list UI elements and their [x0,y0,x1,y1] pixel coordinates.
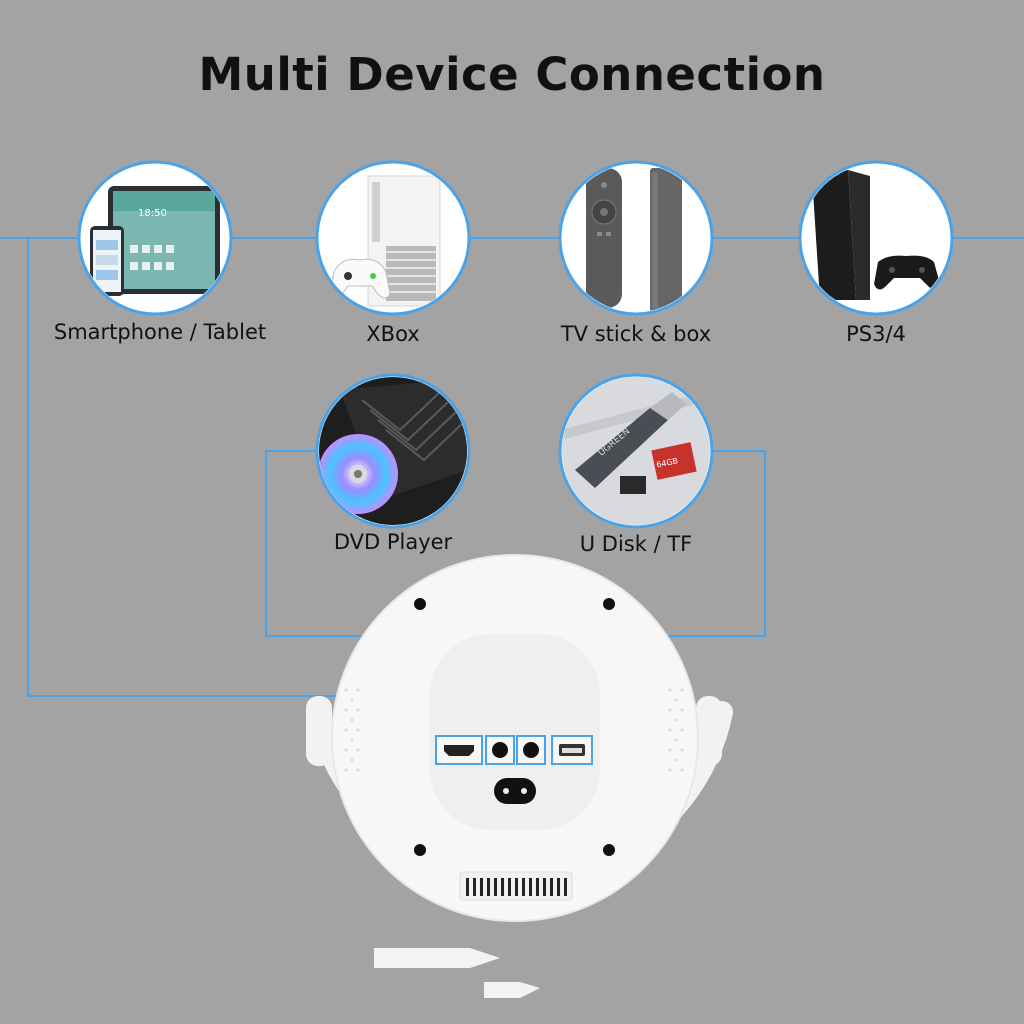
dvd-circle [315,373,471,529]
air-vent [459,871,573,901]
projector-base-left [374,948,500,968]
power-socket-icon [494,778,536,804]
playstation-console-icon [802,164,950,312]
tablet-phone-icon: 18:50 [81,164,229,312]
label-smartphone: Smartphone / Tablet [53,320,267,344]
label-ps: PS3/4 [846,322,906,346]
playstation-circle [798,160,954,316]
label-udisk: U Disk / TF [579,532,693,556]
projector-base-right [484,982,540,998]
usb-port-icon [551,735,593,765]
tv-stick-remote-icon [562,164,710,312]
smartphone-tablet-circle: 18:50 [77,160,233,316]
speaker-grille-left [344,688,360,772]
label-dvd: DVD Player [333,530,453,554]
page-title: Multi Device Connection [198,48,826,101]
hdmi-port-icon [435,735,483,765]
tv-stick-circle [558,160,714,316]
av-jack-icon-1 [485,735,515,765]
dvd-drive-icon [319,377,467,525]
svg-text:18:50: 18:50 [138,208,167,219]
usb-card-reader-icon: 64GB UGREEN [562,377,710,525]
av-jack-icon-2 [516,735,546,765]
label-tv-stick: TV stick & box [560,322,712,346]
udisk-circle: 64GB UGREEN [558,373,714,529]
xbox-console-icon [319,164,467,312]
speaker-grille-right [668,688,684,772]
sd-capacity-label: 64GB [656,456,679,469]
label-xbox: XBox [366,322,420,346]
projector-body [306,554,733,998]
xbox-circle [315,160,471,316]
